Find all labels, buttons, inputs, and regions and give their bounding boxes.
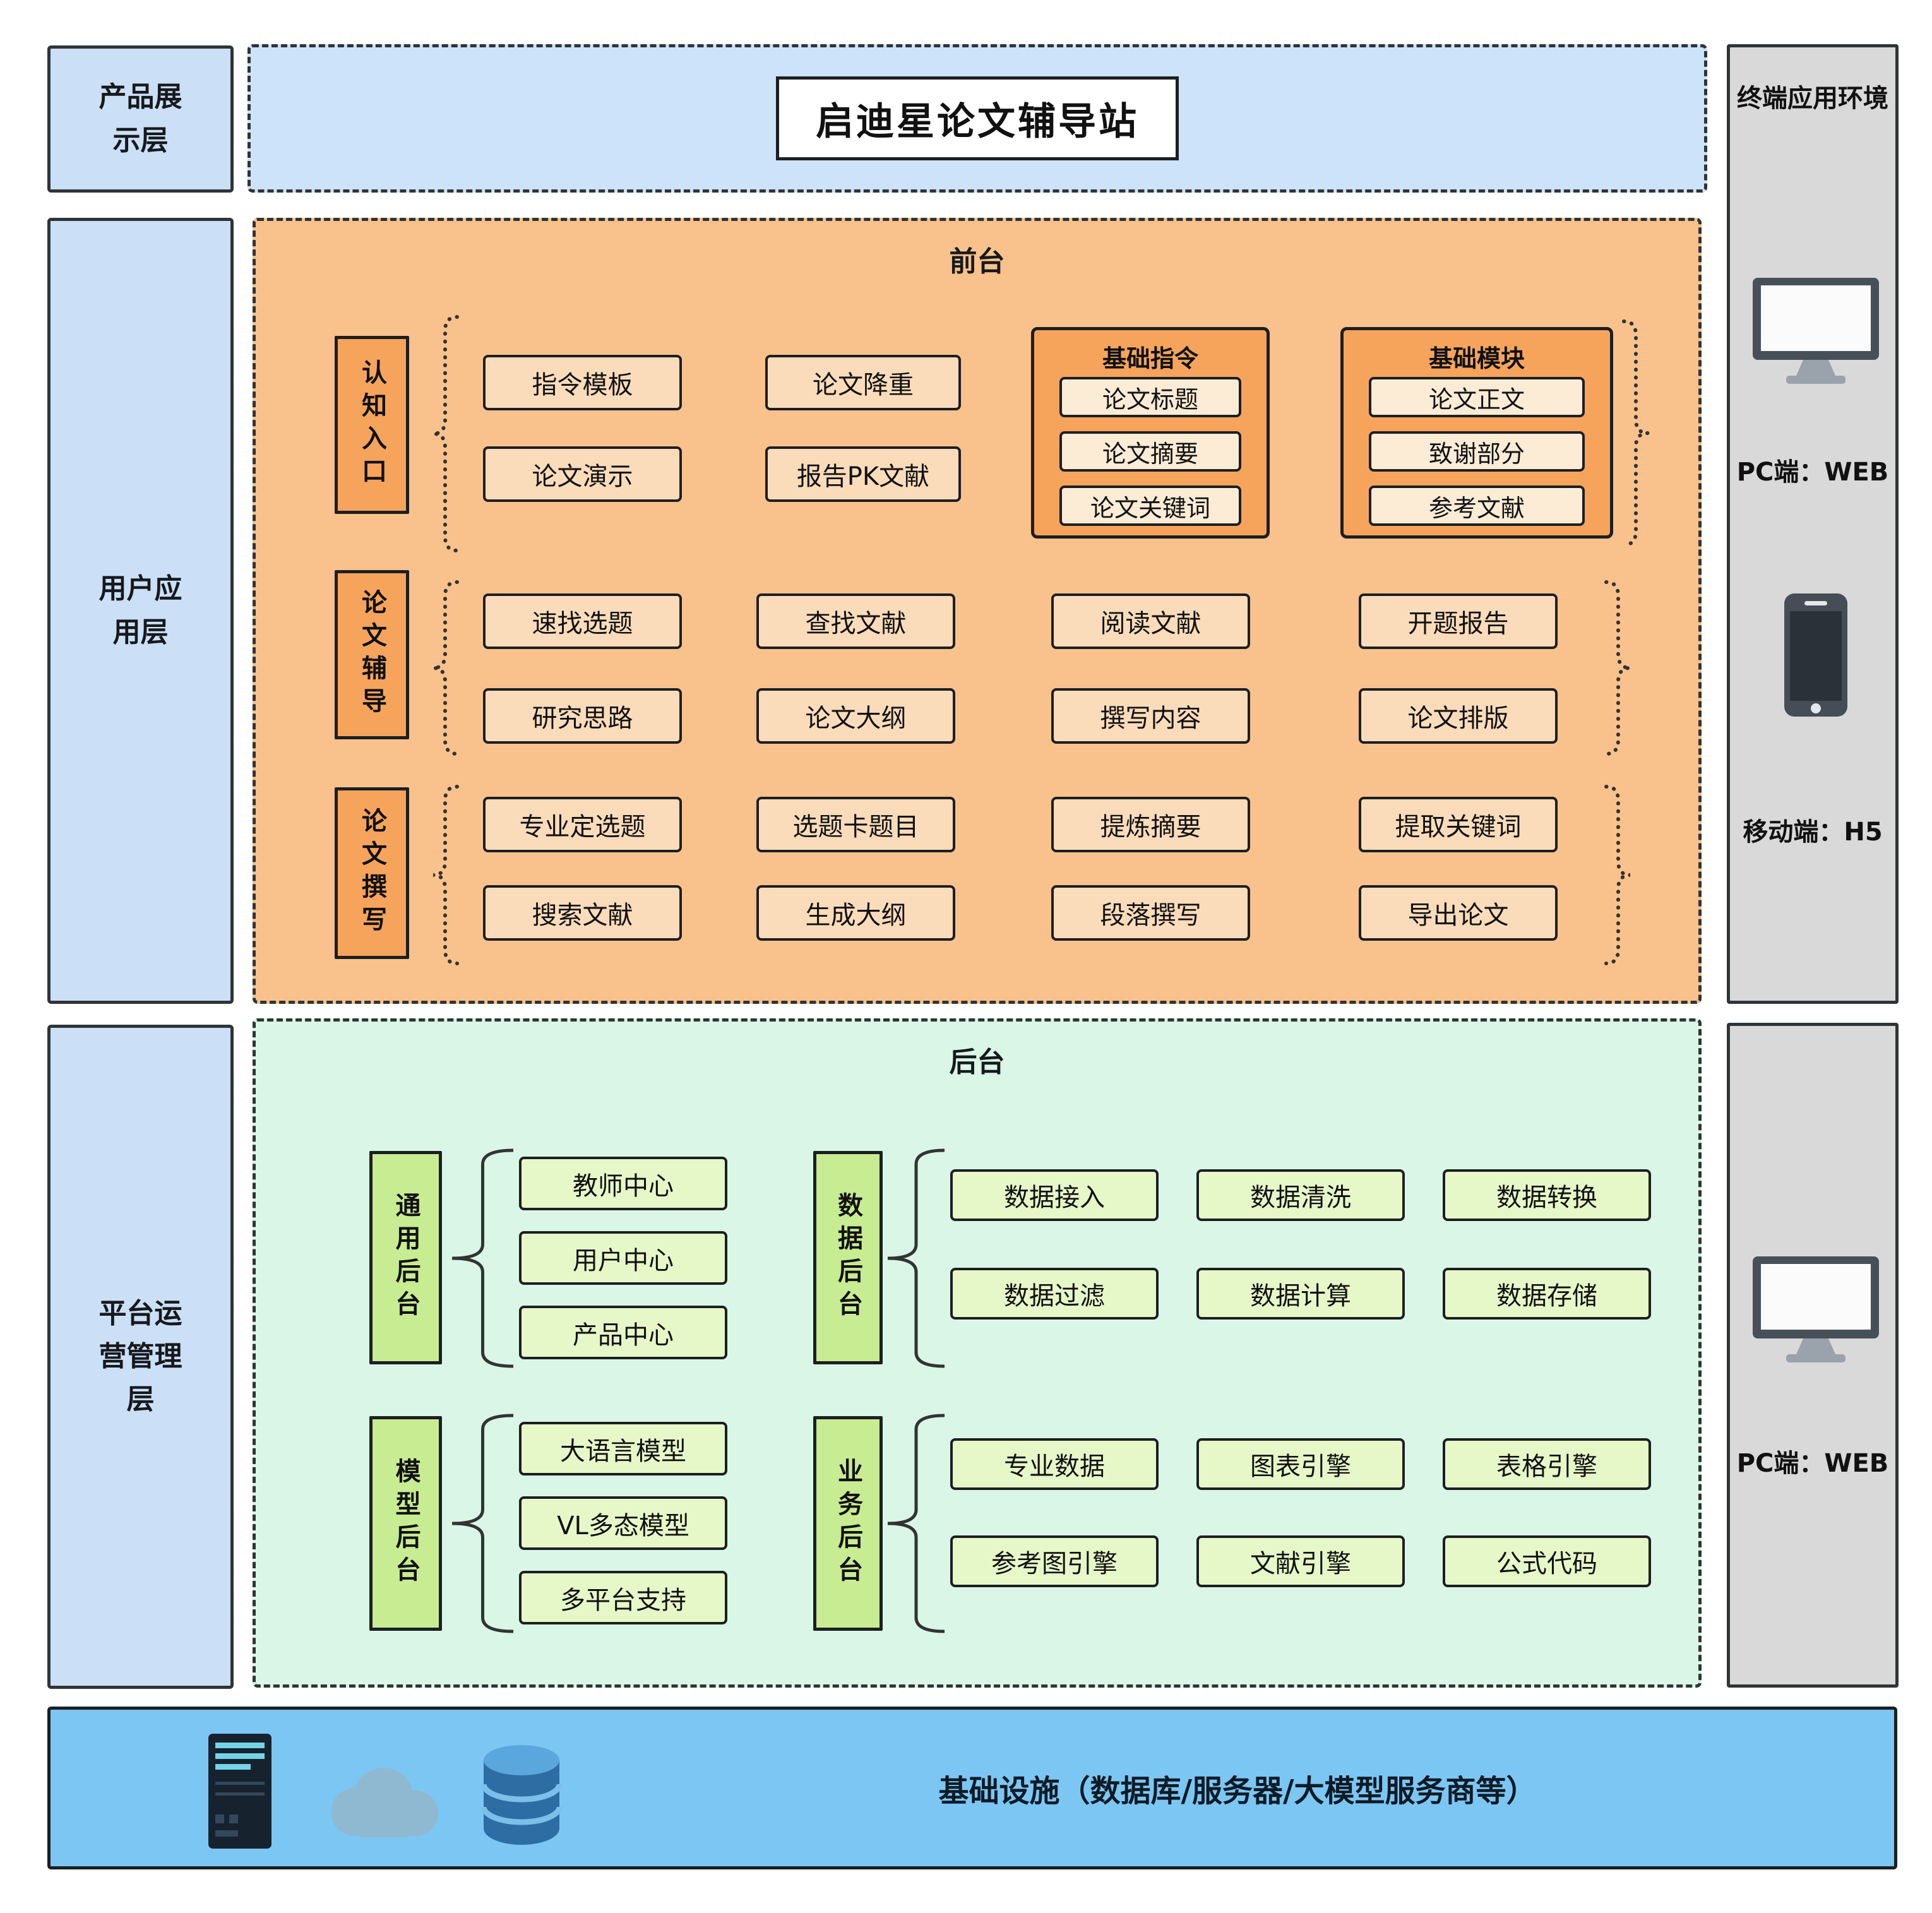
mobile-h5-label: 移动端：H5 <box>1743 818 1883 847</box>
frontend-node: 参考文献 <box>1369 486 1585 526</box>
frontend-node: 论文大纲 <box>756 688 955 744</box>
frontend-side-label-cognition: 认知入口 <box>335 336 409 514</box>
backend-node: 公式代码 <box>1443 1535 1651 1587</box>
frontend-node: 论文降重 <box>765 355 961 410</box>
database-icon <box>480 1745 563 1845</box>
frontend-node: 论文演示 <box>483 446 682 502</box>
backend-side-label-model: 模型后台 <box>369 1416 442 1631</box>
frontend-node: 开题报告 <box>1359 593 1558 649</box>
frontend-node: 选题卡题目 <box>756 797 955 852</box>
brace-row1-right <box>1622 319 1649 547</box>
brace-row2-left <box>432 580 459 756</box>
layer-product-display: 产品展示层 <box>47 45 234 193</box>
backend-node: 教师中心 <box>519 1157 727 1210</box>
backend-node: 用户中心 <box>519 1231 727 1285</box>
layer-platform-operation: 平台运营管理层 <box>47 1025 234 1689</box>
backend-node: VL多态模型 <box>519 1496 727 1550</box>
brace-general-backend <box>451 1148 514 1368</box>
frontend-node: 研究思路 <box>483 688 682 744</box>
backend-node: 数据清洗 <box>1196 1169 1405 1221</box>
smartphone-icon <box>1784 593 1847 717</box>
terminal-title: 终端应用环境 <box>1737 84 1888 113</box>
backend-node: 数据过滤 <box>950 1268 1159 1320</box>
brace-model-backend <box>451 1414 514 1633</box>
group-label: 基础模块 <box>1428 345 1525 372</box>
backend-node: 大语言模型 <box>519 1422 727 1475</box>
brace-business-backend <box>887 1414 945 1633</box>
brace-row3-right <box>1604 785 1631 965</box>
frontend-node: 阅读文献 <box>1051 593 1250 649</box>
layer-label: 产品展示层 <box>98 81 182 157</box>
pc-web-label: PC端：WEB <box>1736 1449 1889 1478</box>
brace-data-backend <box>887 1148 945 1368</box>
backend-node: 参考图引擎 <box>950 1535 1159 1587</box>
terminal-panel-bottom: PC端：WEB <box>1727 1023 1899 1688</box>
frontend-node: 撰写内容 <box>1051 688 1250 744</box>
backend-node: 数据转换 <box>1443 1169 1651 1221</box>
layer-label: 平台运营管理层 <box>98 1297 182 1416</box>
backend-node: 数据接入 <box>950 1169 1159 1221</box>
layer-label: 用户应用层 <box>98 573 182 648</box>
monitor-icon <box>1753 278 1879 384</box>
frontend-node: 提取关键词 <box>1359 797 1558 852</box>
product-display-panel: 启迪星论文辅导站 <box>247 44 1707 193</box>
backend-side-label-business: 业务后台 <box>813 1416 883 1631</box>
frontend-node: 论文关键词 <box>1059 486 1241 526</box>
frontend-node: 指令模板 <box>483 355 682 410</box>
backend-node: 表格引擎 <box>1443 1438 1651 1490</box>
frontend-node: 段落撰写 <box>1051 885 1250 941</box>
brace-row1-left <box>432 315 459 552</box>
backend-node: 专业数据 <box>950 1438 1159 1490</box>
backend-panel-label: 后台 <box>949 1046 1005 1078</box>
frontend-side-label-writing: 论文撰写 <box>335 787 409 959</box>
group-basic-commands: 基础指令 论文标题 论文摘要 论文关键词 <box>1031 327 1270 539</box>
layer-user-application: 用户应用层 <box>47 218 234 1004</box>
backend-node: 数据计算 <box>1196 1268 1405 1320</box>
backend-side-label-general: 通用后台 <box>369 1151 442 1364</box>
brace-row2-right <box>1604 580 1631 756</box>
brace-row3-left <box>432 785 459 965</box>
server-icon <box>208 1734 271 1849</box>
backend-node: 图表引擎 <box>1196 1438 1405 1490</box>
infrastructure-label: 基础设施（数据库/服务器/大模型服务商等） <box>938 1773 1537 1809</box>
frontend-node: 专业定选题 <box>483 797 682 852</box>
frontend-node: 报告PK文献 <box>765 446 961 502</box>
frontend-panel-label: 前台 <box>949 246 1005 278</box>
frontend-node: 论文摘要 <box>1059 431 1241 472</box>
group-label: 基础指令 <box>1102 345 1198 372</box>
frontend-node: 论文标题 <box>1059 377 1241 417</box>
pc-web-label: PC端：WEB <box>1736 458 1889 487</box>
frontend-node: 导出论文 <box>1359 885 1558 941</box>
group-basic-modules: 基础模块 论文正文 致谢部分 参考文献 <box>1340 327 1613 539</box>
monitor-icon <box>1753 1256 1879 1362</box>
backend-node: 产品中心 <box>519 1306 727 1359</box>
frontend-node: 提炼摘要 <box>1051 797 1250 852</box>
frontend-node: 致谢部分 <box>1369 431 1585 472</box>
product-title: 启迪星论文辅导站 <box>776 76 1179 160</box>
frontend-node: 搜索文献 <box>483 885 682 941</box>
frontend-node: 生成大纲 <box>756 885 955 941</box>
infrastructure-bar: 基础设施（数据库/服务器/大模型服务商等） <box>47 1707 1897 1869</box>
backend-side-label-data: 数据后台 <box>813 1151 883 1364</box>
frontend-node: 速找选题 <box>483 593 682 649</box>
frontend-side-label-tutoring: 论文辅导 <box>335 570 409 739</box>
cloud-icon <box>331 1768 438 1837</box>
frontend-node: 论文排版 <box>1359 688 1558 744</box>
terminal-panel-top: 终端应用环境 PC端：WEB 移动端：H5 <box>1727 44 1899 1004</box>
backend-node: 数据存储 <box>1443 1268 1651 1320</box>
backend-node: 文献引擎 <box>1196 1535 1405 1587</box>
frontend-node: 查找文献 <box>756 593 955 649</box>
frontend-node: 论文正文 <box>1369 377 1585 417</box>
backend-node: 多平台支持 <box>519 1571 727 1624</box>
